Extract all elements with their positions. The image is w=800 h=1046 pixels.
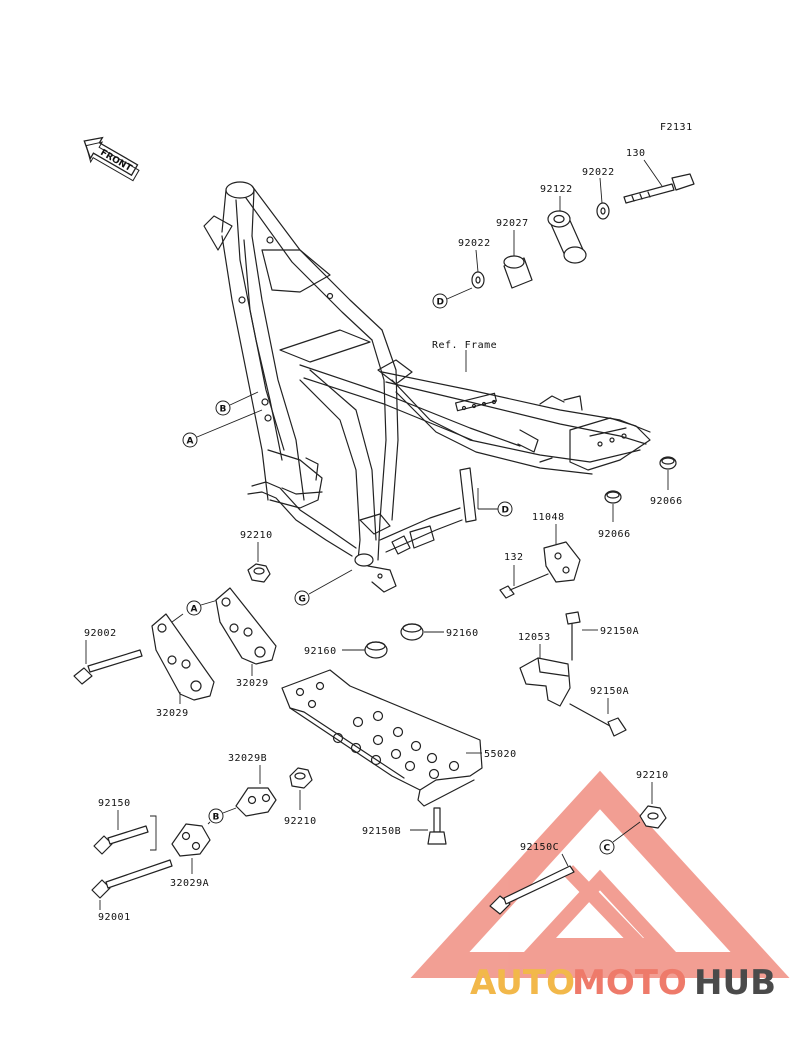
label-130: 130 xyxy=(626,148,646,159)
cap-92160-left xyxy=(364,641,388,659)
svg-text:D: D xyxy=(502,506,509,516)
label-92210-br: 92210 xyxy=(636,770,669,781)
bracket-11048 xyxy=(543,541,581,583)
bolt-92002 xyxy=(73,649,143,685)
label-92150A-top: 92150A xyxy=(600,626,639,637)
nut-92210-top xyxy=(247,563,271,583)
svg-text:HUB: HUB xyxy=(694,963,776,1003)
cap-92066-left xyxy=(604,490,622,504)
label-92210-top: 92210 xyxy=(240,530,273,541)
watermark-text: AUTO MOTO HUB xyxy=(470,963,776,1003)
cap-92160-right xyxy=(400,623,424,641)
skid-plate-55020 xyxy=(281,669,483,807)
label-12053: 12053 xyxy=(518,632,551,643)
nut-92210-br xyxy=(639,805,667,829)
svg-text:D: D xyxy=(437,298,444,308)
label-92150: 92150 xyxy=(98,798,131,809)
callout-a-plates: A xyxy=(171,599,219,623)
svg-text:MOTO: MOTO xyxy=(572,963,687,1003)
label-92210-mid: 92210 xyxy=(284,816,317,827)
bolt-92150 xyxy=(93,825,149,855)
watermark-logo xyxy=(410,770,790,978)
label-92022-top: 92022 xyxy=(582,167,615,178)
label-32029-right: 32029 xyxy=(236,678,269,689)
label-92150C: 92150C xyxy=(520,842,559,853)
bolt-92150A-bot xyxy=(569,703,627,737)
label-92160-right: 92160 xyxy=(446,628,479,639)
plate-32029-right xyxy=(215,587,277,665)
cap-92066-right xyxy=(659,456,677,470)
bolt-92001 xyxy=(91,859,173,899)
bolt-92150C xyxy=(489,865,575,915)
collar-92027 xyxy=(503,255,533,289)
label-92066-right: 92066 xyxy=(650,496,683,507)
motorcycle-frame xyxy=(203,181,651,593)
label-32029-left: 32029 xyxy=(156,708,189,719)
svg-text:C: C xyxy=(604,844,611,854)
bolt-92150A-top xyxy=(565,611,581,661)
bolt-132 xyxy=(499,573,549,599)
svg-text:AUTO: AUTO xyxy=(470,963,575,1003)
callout-d-frame: D xyxy=(477,488,513,517)
label-55020: 55020 xyxy=(484,749,517,760)
plate-32029A xyxy=(171,823,211,857)
bushing-92122 xyxy=(547,210,587,264)
ref-frame-label: Ref. Frame xyxy=(432,340,497,351)
label-132: 132 xyxy=(504,552,524,563)
callout-a-frame: A xyxy=(182,409,263,448)
callout-b-plates: B xyxy=(208,807,237,824)
washer-92022-left xyxy=(471,271,485,289)
callout-g-text: G xyxy=(299,595,306,605)
plate-32029B xyxy=(235,787,277,817)
callout-b-frame: B xyxy=(215,391,259,416)
callout-g-frame: G xyxy=(294,569,353,606)
nut-92210-mid xyxy=(289,767,313,789)
label-92001: 92001 xyxy=(98,912,131,923)
figure-code: F2131 xyxy=(660,122,693,133)
washer-92022-top xyxy=(596,202,610,220)
bolt-130 xyxy=(623,173,695,204)
front-arrow-icon: FRONT xyxy=(83,136,140,182)
svg-text:A: A xyxy=(191,605,198,615)
label-92150B: 92150B xyxy=(362,826,401,837)
label-92022-left: 92022 xyxy=(458,238,491,249)
label-92002: 92002 xyxy=(84,628,117,639)
bolt-92150B xyxy=(427,807,447,845)
label-32029B: 32029B xyxy=(228,753,267,764)
callout-c-bottom: C xyxy=(599,821,641,855)
label-32029A: 32029A xyxy=(170,878,209,889)
label-92066-left: 92066 xyxy=(598,529,631,540)
label-92160-left: 92160 xyxy=(304,646,337,657)
label-92027: 92027 xyxy=(496,218,529,229)
callout-d-top: D xyxy=(432,287,473,309)
label-92150A-bot: 92150A xyxy=(590,686,629,697)
label-11048: 11048 xyxy=(532,512,565,523)
svg-text:B: B xyxy=(213,813,220,823)
plate-32029-left xyxy=(151,613,215,701)
svg-text:B: B xyxy=(220,405,227,415)
label-92122: 92122 xyxy=(540,184,573,195)
bracket-12053 xyxy=(519,657,571,707)
svg-text:A: A xyxy=(187,437,194,447)
